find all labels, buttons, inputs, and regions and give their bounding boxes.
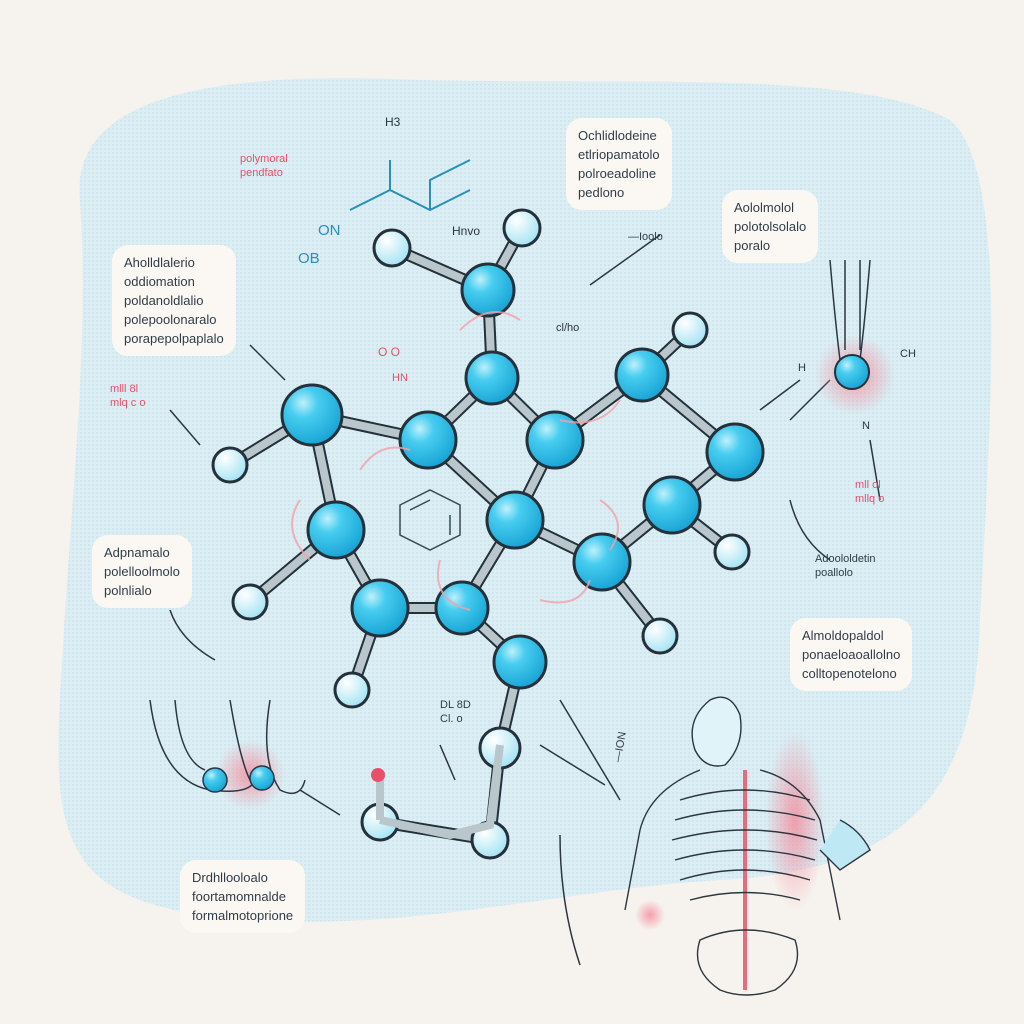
hydrogen-atom xyxy=(231,583,269,621)
energy-lines xyxy=(291,311,621,611)
chem-clho: cl/ho xyxy=(556,322,580,334)
carbon-atom xyxy=(614,347,670,403)
chem-hn: HN xyxy=(392,372,408,384)
atoms xyxy=(211,208,765,860)
chem-ob: OB xyxy=(298,250,320,267)
carbon-atom xyxy=(280,383,344,447)
carbon-atom xyxy=(306,500,366,560)
hydrogen-atom xyxy=(671,311,709,349)
human-skeleton-illustration xyxy=(624,696,871,996)
chem-h-right: H xyxy=(798,362,806,374)
chem-oh: O O xyxy=(378,345,401,359)
chem-on: ON xyxy=(318,222,341,239)
structure-formula-icon xyxy=(349,159,471,212)
carbon-atom xyxy=(572,532,632,592)
carbon-atom xyxy=(492,634,548,690)
carbon-atom xyxy=(464,350,520,406)
carbon-atom xyxy=(485,490,545,550)
carbon-atom xyxy=(642,475,702,535)
small-molecule xyxy=(371,744,504,840)
hydrogen-atom xyxy=(502,208,542,248)
joint-illustration-right xyxy=(815,259,895,415)
arrow-text-top: —Ioolo xyxy=(628,231,663,243)
benzene-ring-icon xyxy=(399,489,461,551)
hydrogen-atom xyxy=(713,533,751,571)
carbon-atom xyxy=(460,262,516,318)
chem-ch-right: CH xyxy=(900,348,916,360)
carbon-atom xyxy=(525,410,585,470)
hydrogen-atom xyxy=(641,617,679,655)
chem-n-right: N xyxy=(862,420,870,432)
carbon-atom xyxy=(705,422,765,482)
feet-illustration xyxy=(149,699,306,810)
arrows xyxy=(169,234,881,966)
carbon-atom xyxy=(350,578,410,638)
chem-h3: H3 xyxy=(385,115,401,129)
hydrogen-atom xyxy=(211,446,249,484)
hydrogen-atom xyxy=(333,671,371,709)
hydrogen-atom xyxy=(372,228,412,268)
chem-hnvo: Hnvo xyxy=(452,224,481,238)
carbon-atom xyxy=(398,410,458,470)
